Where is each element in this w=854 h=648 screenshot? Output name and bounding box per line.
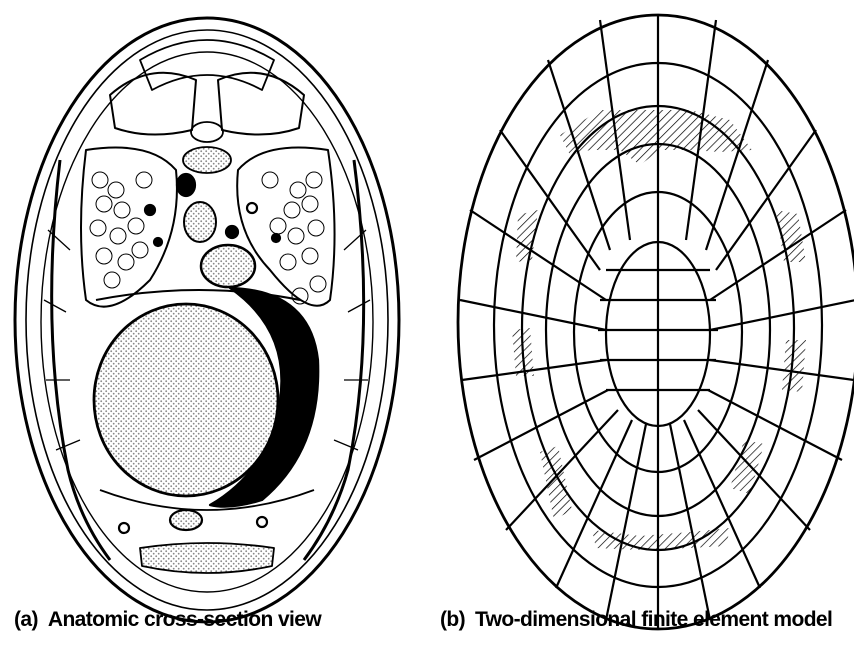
esophagus bbox=[226, 226, 238, 238]
left-rib-lines bbox=[44, 230, 80, 450]
caption-panel-a: (a) Anatomic cross-section view bbox=[14, 608, 321, 632]
right-kidney-marker bbox=[257, 517, 267, 527]
liver bbox=[94, 304, 278, 496]
aorta bbox=[177, 174, 195, 196]
panel-a-tag: (a) bbox=[14, 608, 38, 631]
spinal-cord bbox=[170, 510, 202, 530]
left-lung bbox=[81, 148, 177, 307]
small-vessel-right bbox=[272, 234, 280, 242]
left-scapula bbox=[110, 73, 196, 135]
left-bronchus bbox=[145, 205, 155, 215]
small-vessel bbox=[154, 238, 162, 246]
spinal-disc bbox=[183, 147, 231, 173]
finite-element-mesh bbox=[458, 15, 854, 629]
bronchus-right bbox=[247, 203, 257, 213]
hatched-region-right-bottom bbox=[730, 440, 764, 494]
caption-panel-b: (b) Two-dimensional finite element model bbox=[440, 608, 832, 632]
panel-b-tag: (b) bbox=[440, 608, 465, 631]
panel-b-caption: Two-dimensional finite element model bbox=[475, 608, 832, 631]
pulmonary-artery bbox=[184, 202, 216, 242]
left-kidney-marker bbox=[119, 523, 129, 533]
vertebral-body bbox=[191, 122, 223, 142]
right-rib-lines bbox=[334, 230, 370, 450]
vena-cava bbox=[201, 245, 255, 287]
right-scapula bbox=[218, 73, 304, 135]
hatched-region-bottom bbox=[592, 528, 730, 550]
anatomic-cross-section-drawing bbox=[15, 18, 399, 622]
upper-spine-structure bbox=[140, 40, 274, 90]
panel-a-caption: Anatomic cross-section view bbox=[48, 608, 321, 631]
hatched-region-left-bottom bbox=[540, 446, 572, 520]
lower-vertebra bbox=[140, 543, 274, 573]
